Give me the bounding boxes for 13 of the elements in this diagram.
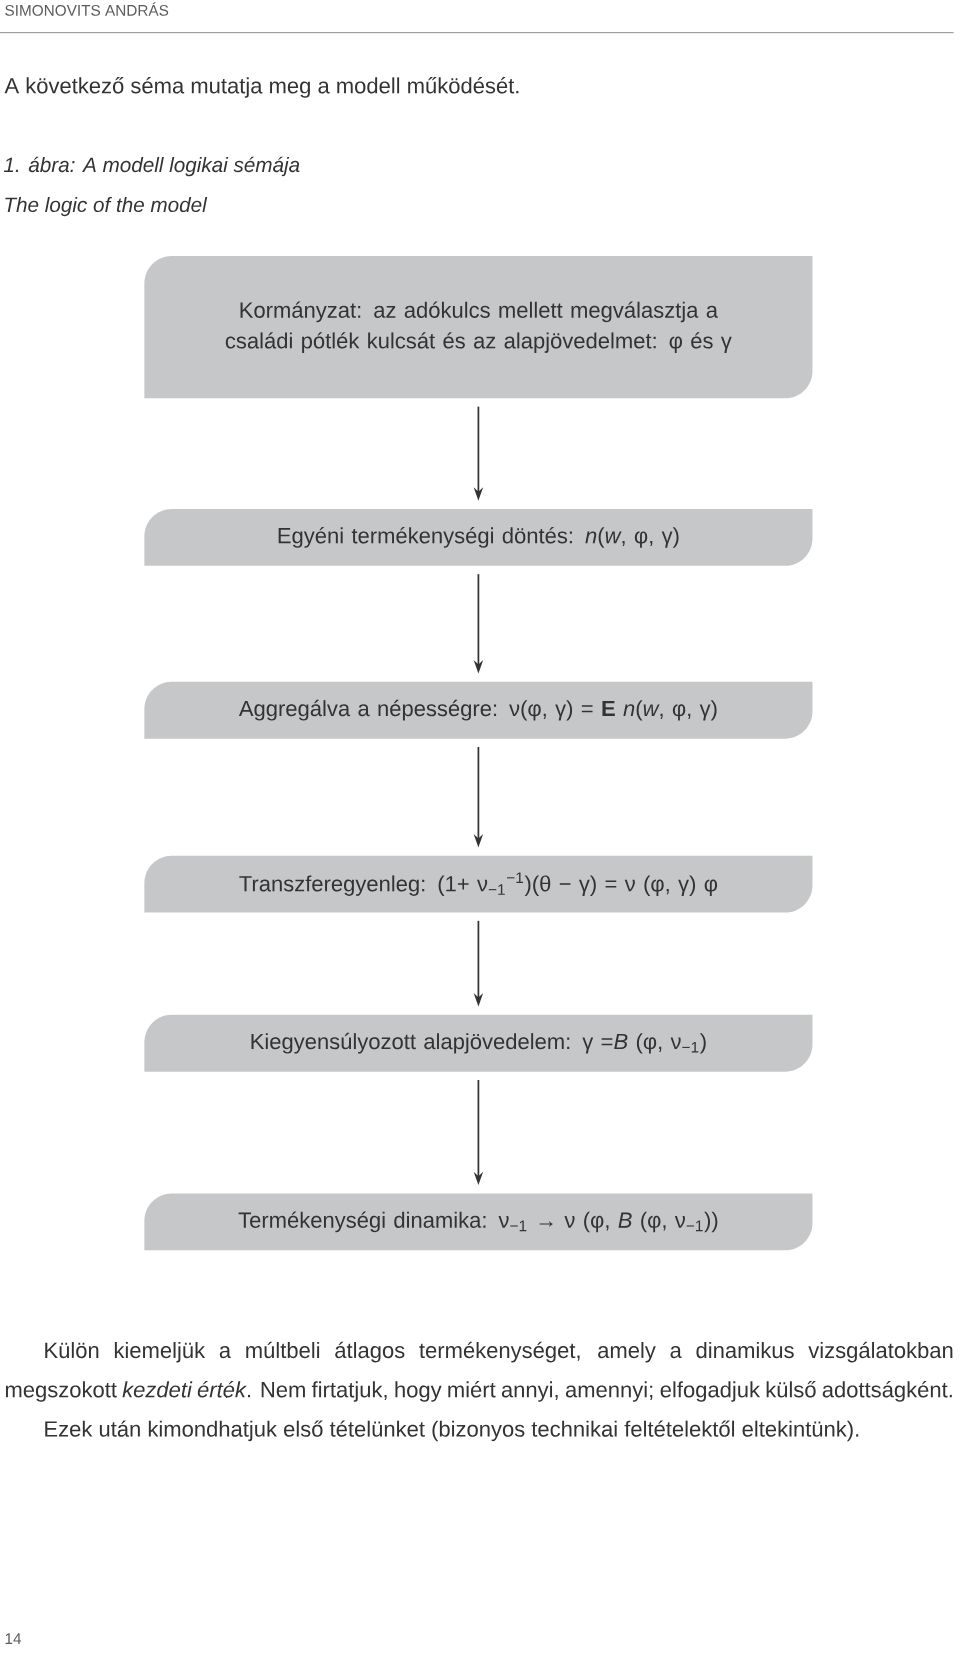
process-box: Kormányzat: az adókulcs mellett megválasztja a családi pótlék kulcsát és az alapjövedelmet: φ és γ <box>144 256 813 399</box>
figure-caption: The logic of the model <box>5 196 208 217</box>
process-box: Transzferegyenleg: (1+ ν$_{−1}$$^{−1}$)(θ − γ) = ν (φ, γ) φ <box>144 855 813 913</box>
paragraph: Külön kiemeljük a múltbeli átlagos termékenységet, amely a dinamikus vizsgálatokban megszokott kezdeti érték. Nem firtatjuk, hogy miért annyi, amennyi; elfogadjuk külső adottságként. <box>5 1341 953 1402</box>
process-box: Aggregálva a népességre: ν(φ, γ) = E n(w, φ, γ) <box>144 681 813 739</box>
intro-text: A következő séma mutatja meg a modell működését. <box>4 77 519 98</box>
process-box: Egyéni termékenységi döntés: n(w, φ, γ) <box>144 508 813 566</box>
process-box: Termékenységi dinamika: ν$_{−1}$ → ν (φ, B (φ, ν$_{−1}$)) <box>144 1193 813 1251</box>
process-box: Kiegyensúlyozott alapjövedelem: γ =B (φ, ν$_{−1}$) <box>144 1014 813 1072</box>
running-head: SIMONOVITS ANDRÁS <box>5 2 169 16</box>
paragraph: Ezek után kimondhatjuk első tételünket (bizonyos technikai feltételektől eltekintünk). <box>45 1420 859 1442</box>
page-number: 14 <box>5 1633 22 1644</box>
figure-caption: 1. ábra: A modell logikai sémája <box>3 156 300 177</box>
